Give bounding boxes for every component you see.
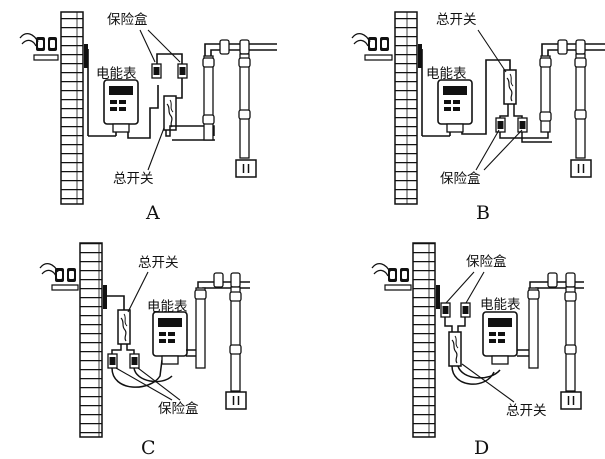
fuse-box-label: 保险盒: [466, 253, 507, 270]
fuse-box: [177, 63, 188, 79]
main-switch-label: 总开关: [113, 171, 154, 187]
panel-d: 保险盒 电能表 总开关 D: [371, 242, 584, 459]
panel-letter-b: B: [476, 202, 490, 224]
panel-c: 总开关 电能表 保险盒 C: [39, 242, 250, 459]
wall-socket: [560, 391, 582, 410]
brick-wall: [394, 11, 418, 205]
panel-b: 总开关 电能表 保险盒 B: [351, 11, 605, 224]
fuse-box: [129, 353, 140, 369]
main-switch: [503, 69, 517, 105]
meter-label: 电能表: [426, 66, 467, 82]
main-switch-label: 总开关: [138, 255, 179, 271]
main-switch: [163, 95, 177, 131]
meter: [152, 311, 188, 365]
fuse-box: [107, 353, 118, 369]
fuse-box: [517, 117, 528, 133]
main-switch-label: 总开关: [506, 403, 547, 419]
fuse-box: [151, 63, 162, 79]
brick-wall: [412, 242, 436, 438]
fuse-box: [460, 302, 471, 318]
panel-letter-d: D: [474, 437, 489, 459]
meter-label: 电能表: [96, 66, 137, 82]
main-switch: [117, 309, 131, 345]
fuse-box-label: 保险盒: [107, 11, 148, 28]
wall-socket: [225, 391, 247, 410]
panel-letter-a: A: [145, 202, 160, 224]
meter: [103, 79, 139, 133]
main-switch-label: 总开关: [436, 12, 477, 28]
meter: [482, 311, 518, 365]
meter-label: 电能表: [480, 297, 521, 313]
brick-wall: [60, 11, 84, 205]
brick-wall: [79, 242, 103, 438]
main-switch: [448, 331, 462, 367]
fuse-box-label: 保险盒: [440, 170, 481, 187]
fuse-box: [440, 302, 451, 318]
meter-label: 电能表: [147, 299, 188, 315]
meter: [437, 79, 473, 133]
wall-socket: [570, 159, 592, 178]
fuse-box: [495, 117, 506, 133]
panel-letter-c: C: [141, 437, 156, 459]
panel-a: 保险盒 电能表 总开关 A: [19, 11, 277, 224]
wall-socket: [235, 159, 257, 178]
fuse-box-label: 保险盒: [158, 400, 199, 417]
